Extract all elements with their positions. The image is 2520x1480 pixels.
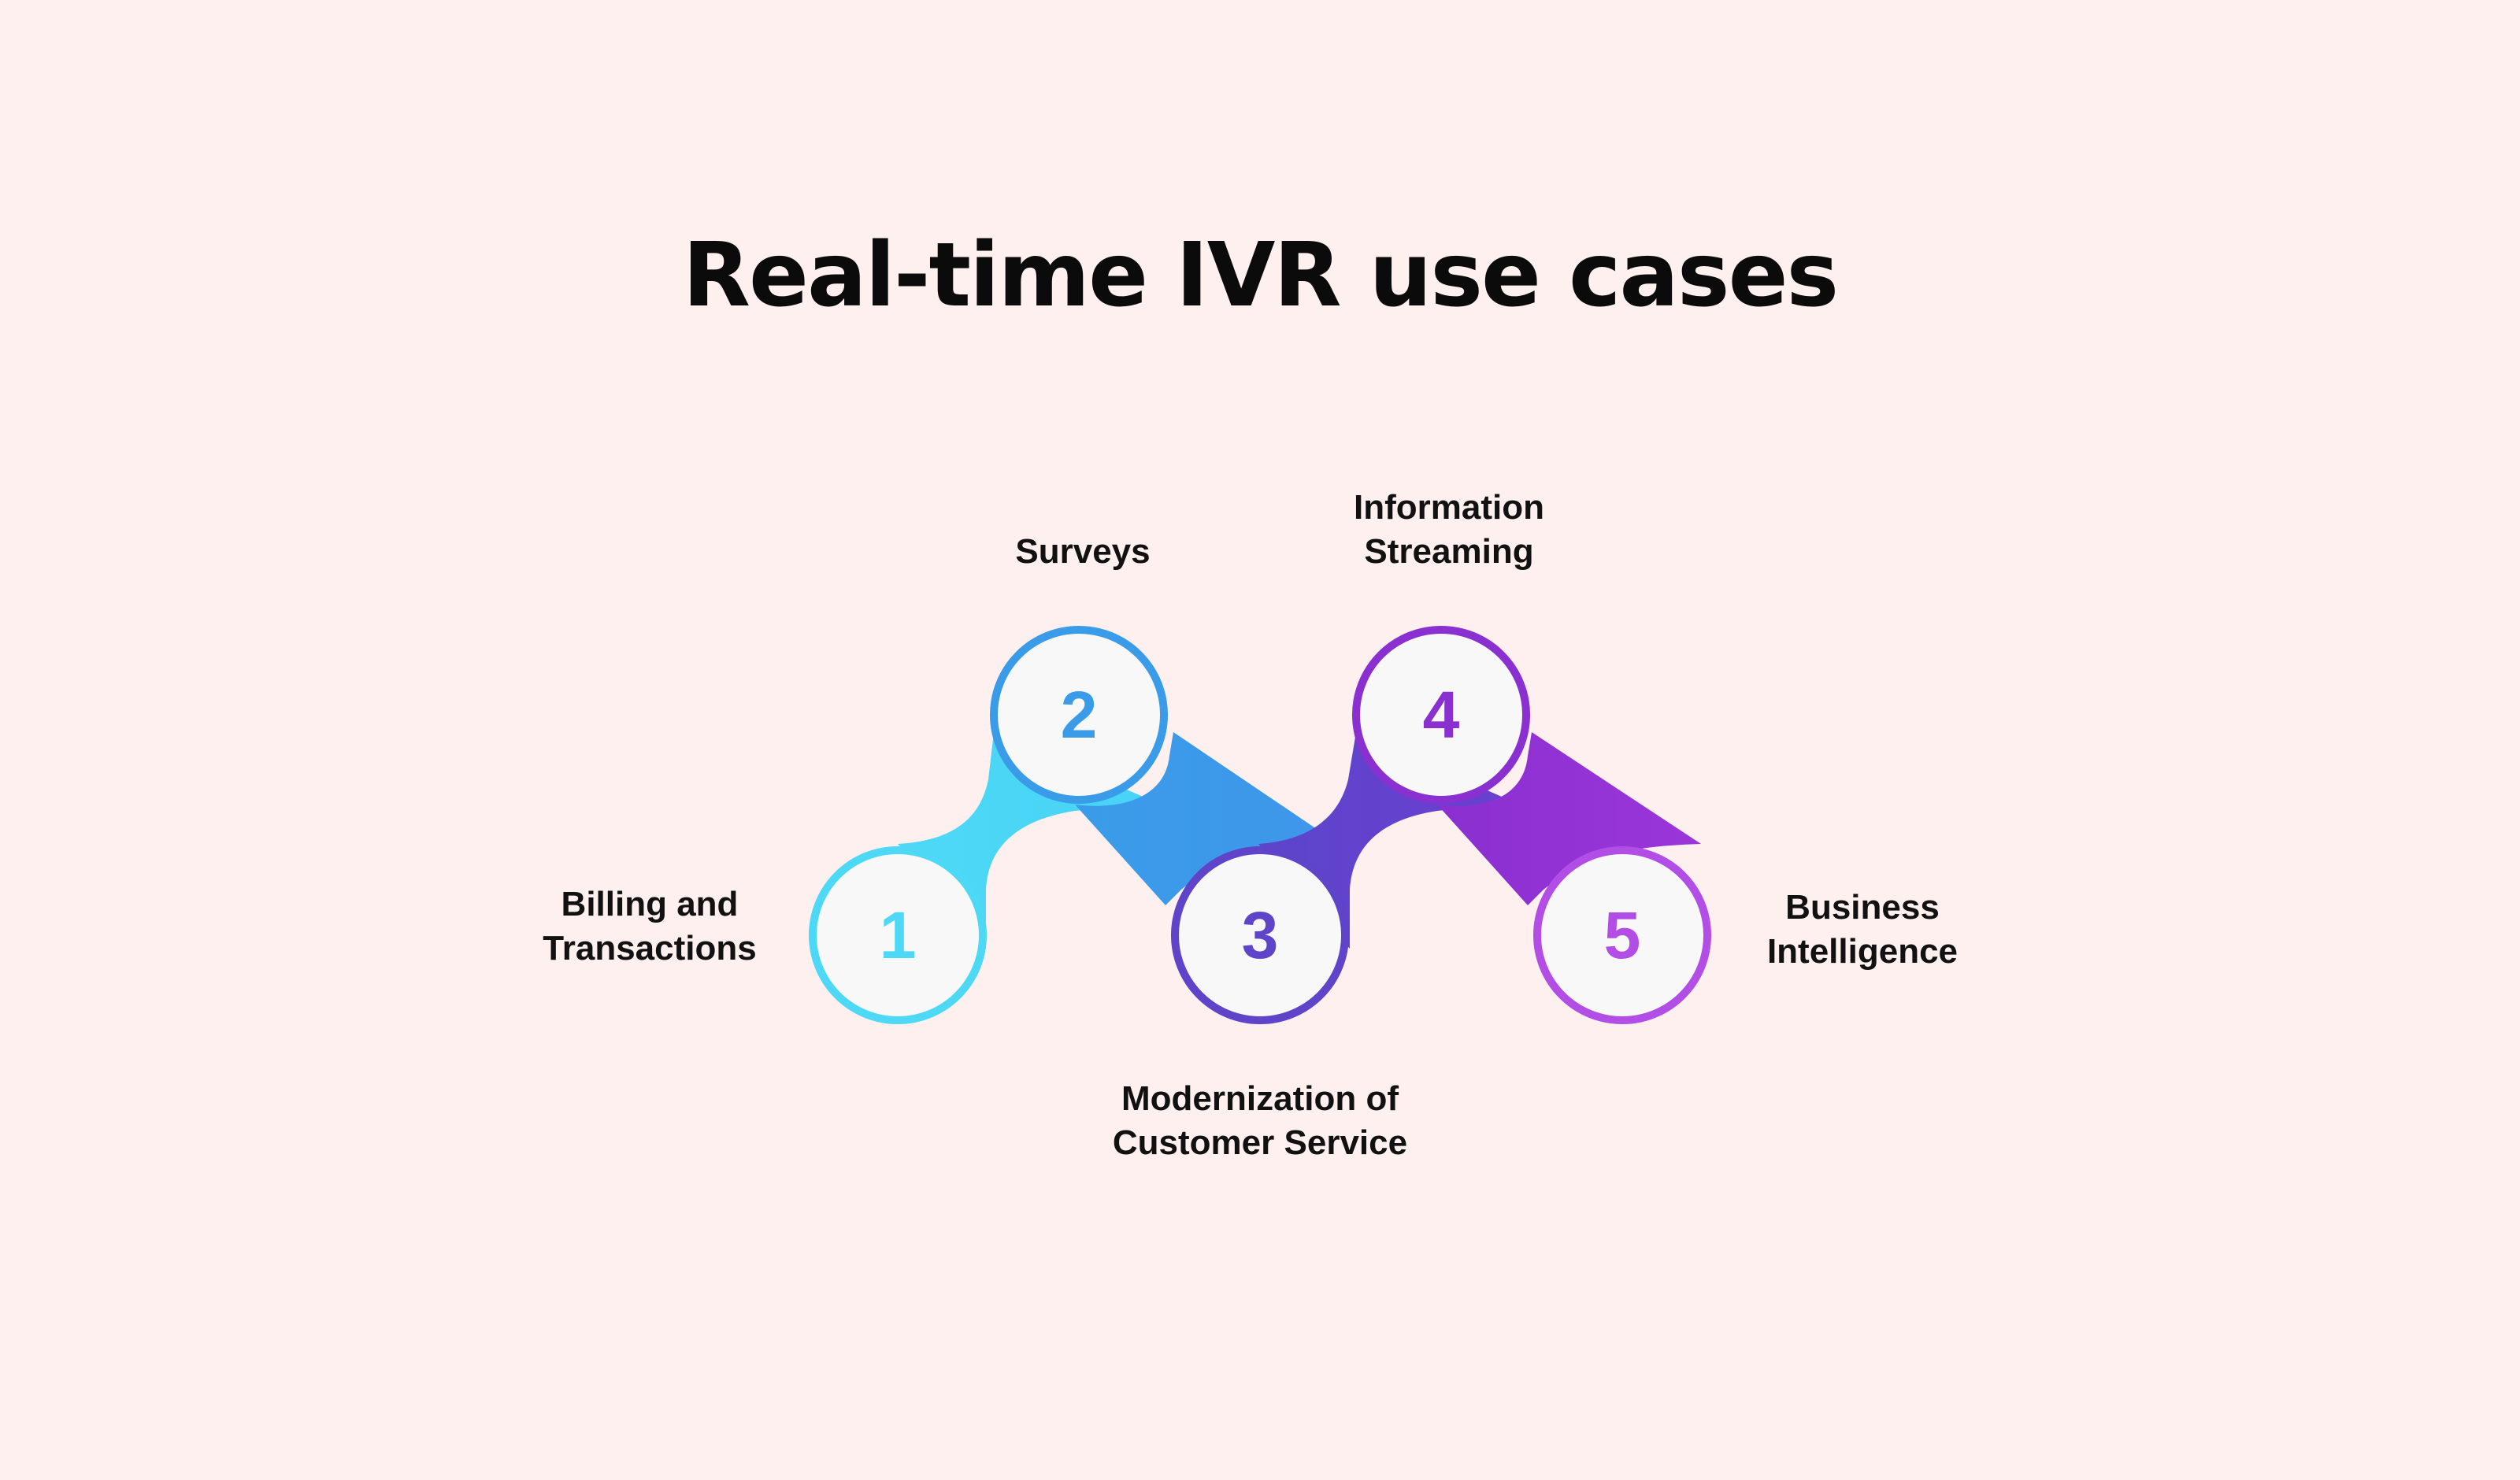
connector-2-3 [1075,732,1339,905]
label-surveys: Surveys [1015,532,1151,571]
step-number-4: 4 [1423,678,1460,752]
label-modernization-of-customer-service: Modernization of Customer Service [1112,1079,1408,1162]
step-number-1: 1 [880,898,917,972]
step-circle-4 [1352,626,1530,804]
step-number-3: 3 [1242,898,1279,972]
step-number-5: 5 [1604,898,1641,972]
label-business-intelligence: Business Intelligence [1766,888,1959,971]
step-circle-2 [990,626,1168,804]
step-circle-3 [1171,846,1349,1024]
label-information-streaming: Information Streaming [1354,488,1544,571]
step-circle-5 [1533,846,1711,1024]
step-circle-1 [809,846,987,1024]
label-billing-and-transactions: Billing and Transactions [543,885,757,968]
page-title: Real-time IVR use cases [682,224,1839,327]
connector-4-5 [1437,732,1701,905]
step-number-2: 2 [1061,678,1098,752]
